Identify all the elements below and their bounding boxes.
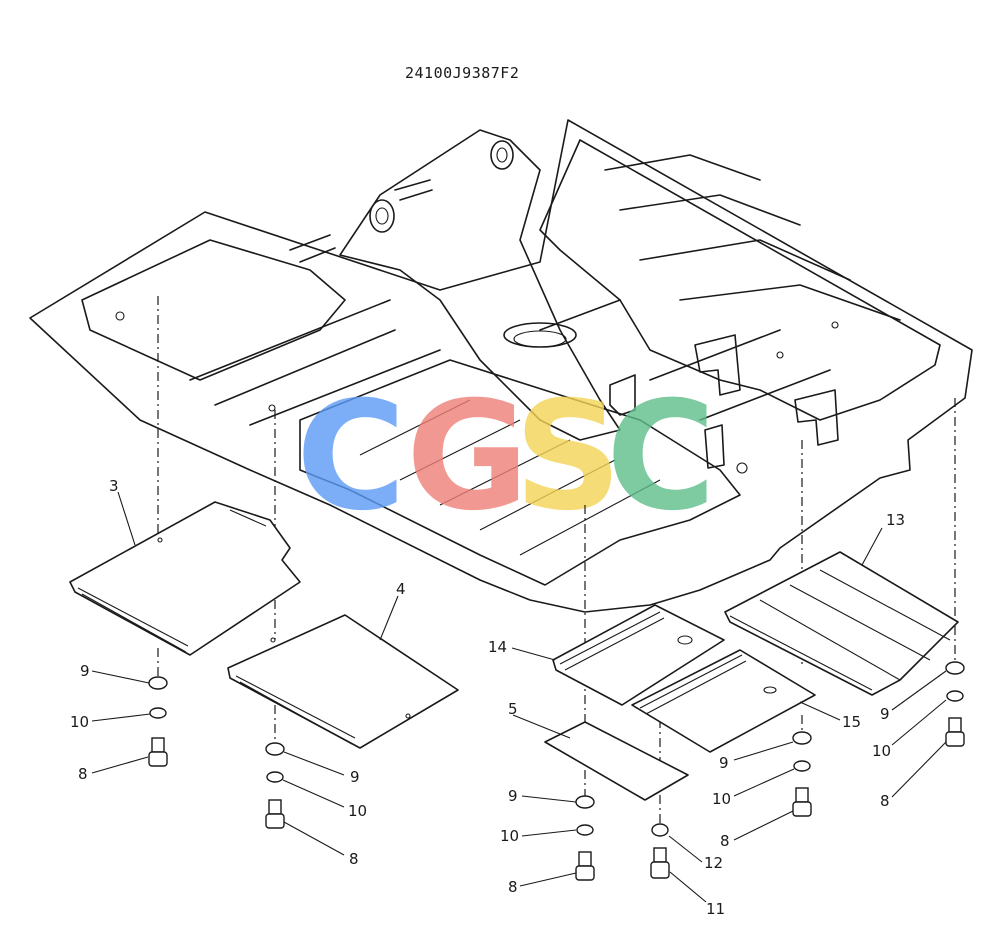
callout-13: 13 bbox=[886, 511, 905, 529]
cover-plate-3 bbox=[69, 501, 301, 656]
callout-10-stack1: 10 bbox=[70, 713, 89, 731]
callout-9-stack4: 9 bbox=[719, 754, 729, 772]
callout-12: 12 bbox=[704, 854, 723, 872]
callout-8-stack4: 8 bbox=[720, 832, 730, 850]
callout-8-stack3: 8 bbox=[508, 878, 518, 896]
callout-3: 3 bbox=[109, 477, 119, 495]
hardware-stack-6 bbox=[650, 823, 670, 879]
callout-8-stack5: 8 bbox=[880, 792, 890, 810]
callout-15: 15 bbox=[842, 713, 861, 731]
callout-9-stack5: 9 bbox=[880, 705, 890, 723]
watermark-letter-3: S bbox=[514, 370, 622, 544]
callout-10-stack4: 10 bbox=[712, 790, 731, 808]
hardware-stack-3 bbox=[575, 795, 595, 881]
callout-14: 14 bbox=[488, 638, 507, 656]
hardware-stack-4 bbox=[792, 731, 812, 817]
hardware-stack-2 bbox=[265, 742, 285, 829]
assembly-lines bbox=[157, 296, 956, 826]
callout-4: 4 bbox=[396, 580, 406, 598]
callout-10-stack5: 10 bbox=[872, 742, 891, 760]
watermark-letter-2: G bbox=[406, 370, 529, 544]
callout-5: 5 bbox=[508, 700, 518, 718]
cover-plate-13 bbox=[724, 551, 959, 696]
leader-lines bbox=[91, 491, 947, 903]
drawing-code: 24100J9387F2 bbox=[405, 64, 519, 82]
callout-9-stack1: 9 bbox=[80, 662, 90, 680]
upper-frame bbox=[29, 119, 973, 613]
cover-plate-5 bbox=[544, 721, 689, 801]
hardware-stack-5 bbox=[945, 661, 965, 747]
cover-plate-4 bbox=[227, 614, 459, 749]
watermark: C G S C bbox=[296, 370, 716, 544]
watermark-letter-1: C bbox=[296, 370, 406, 544]
callout-9-stack3: 9 bbox=[508, 787, 518, 805]
callout-8-stack2: 8 bbox=[349, 850, 359, 868]
callout-8-stack1: 8 bbox=[78, 765, 88, 783]
callout-10-stack3: 10 bbox=[500, 827, 519, 845]
callout-11: 11 bbox=[706, 900, 725, 918]
cover-plate-14 bbox=[552, 604, 725, 706]
callout-9-stack2: 9 bbox=[350, 768, 360, 786]
hardware-stack-1 bbox=[148, 676, 168, 767]
callout-10-stack2: 10 bbox=[348, 802, 367, 820]
callout-labels: 3 4 13 14 5 15 9 10 8 9 10 8 9 10 8 9 10… bbox=[70, 477, 905, 918]
cover-plate-15 bbox=[631, 649, 816, 753]
watermark-letter-4: C bbox=[606, 370, 716, 544]
